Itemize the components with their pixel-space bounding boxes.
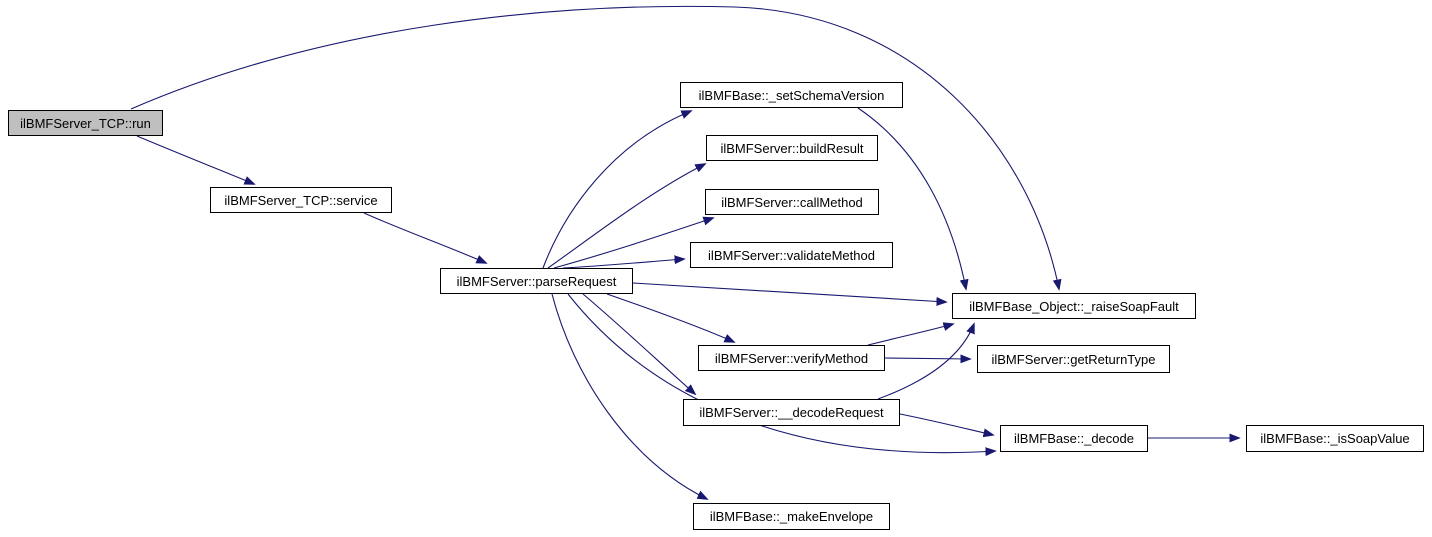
edge-verifyMethod-raiseSoapFault [867,324,953,346]
node-ilBMFBase-setSchemaVersion[interactable]: ilBMFBase::_setSchemaVersion [680,82,903,108]
node-ilBMFServer-getReturnType[interactable]: ilBMFServer::getReturnType [977,345,1170,373]
edge-parseRequest-buildResult [547,164,705,269]
node-ilBMFServer-decodeRequest[interactable]: ilBMFServer::__decodeRequest [683,399,900,426]
node-ilBMFServer-validateMethod[interactable]: ilBMFServer::validateMethod [690,242,893,268]
edge-decodeRequest-decode [899,413,993,435]
node-ilBMFServer-buildResult[interactable]: ilBMFServer::buildResult [706,135,878,161]
edge-run-raiseSoapFault [130,5,1059,289]
edge-verifyMethod-getReturnType [884,358,970,359]
edge-service-parseRequest [363,212,486,263]
node-ilBMFServer-callMethod[interactable]: ilBMFServer::callMethod [705,189,879,215]
node-ilBMFBase_Object-raiseSoapFault[interactable]: ilBMFBase_Object::_raiseSoapFault [952,293,1196,319]
node-ilBMFServer_TCP-service[interactable]: ilBMFServer_TCP::service [210,187,392,213]
edge-parseRequest-verifyMethod [606,293,734,342]
edge-parseRequest-callMethod [553,218,713,269]
edge-parseRequest-decodeRequest [582,293,695,394]
edge-parseRequest-raiseSoapFault [632,282,946,302]
node-ilBMFBase-makeEnvelope[interactable]: ilBMFBase::_makeEnvelope [693,503,890,530]
edge-run-service [136,135,254,184]
edge-parseRequest-setSchemaVersion [542,111,691,269]
edge-setSchemaVersion-raiseSoapFault [857,107,966,289]
edge-decodeRequest-raiseSoapFault [877,324,974,400]
node-ilBMFServer-parseRequest[interactable]: ilBMFServer::parseRequest [440,268,633,294]
node-ilBMFServer_TCP-run[interactable]: ilBMFServer_TCP::run [8,110,163,136]
edge-parseRequest-makeEnvelope [551,293,707,499]
node-ilBMFBase-decode[interactable]: ilBMFBase::_decode [1000,425,1148,452]
node-ilBMFBase-isSoapValue[interactable]: ilBMFBase::_isSoapValue [1246,425,1424,452]
edge-parseRequest-validateMethod [562,259,684,269]
node-ilBMFServer-verifyMethod[interactable]: ilBMFServer::verifyMethod [698,345,885,371]
